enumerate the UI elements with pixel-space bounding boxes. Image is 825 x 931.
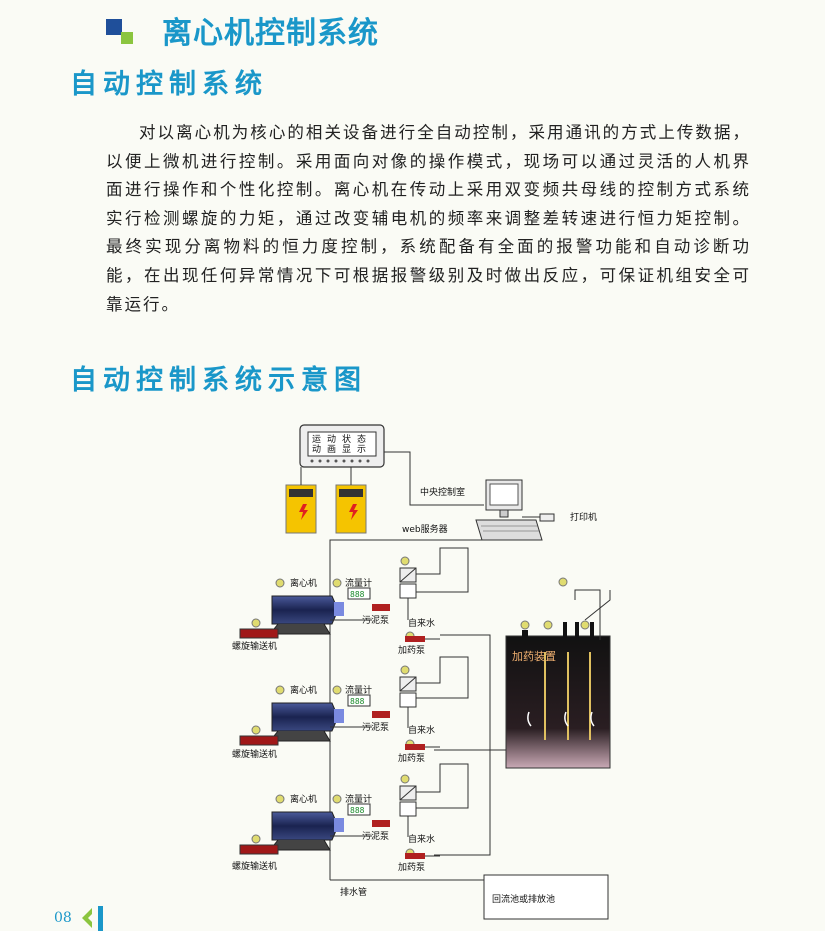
centrifuge-unit-1: 离心机 流量计 888 污泥泵 螺旋输送机 自来水 加药泵 bbox=[232, 547, 469, 656]
title-square-accent-icon bbox=[121, 32, 133, 44]
conveyor-label: 螺旋输送机 bbox=[232, 748, 277, 760]
page-number: 08 bbox=[54, 910, 72, 926]
panel-char: 动 bbox=[312, 444, 321, 455]
centrifuge-label: 离心机 bbox=[290, 793, 317, 805]
flowmeter-label: 流量计 bbox=[345, 684, 372, 696]
control-cabinet-icon bbox=[335, 484, 367, 534]
centrifuge-unit-3: 离心机 流量计 888 污泥泵 螺旋输送机 自来水 加药泵 bbox=[232, 763, 469, 873]
panel-char: 动 bbox=[327, 434, 336, 445]
dosing-device-label: 加药装置 bbox=[512, 650, 556, 663]
title-square-icon bbox=[106, 19, 122, 35]
section-title-auto-control: 自动控制系统 bbox=[70, 69, 268, 100]
control-cabinet-icon bbox=[285, 484, 317, 534]
sludge-pump-label: 污泥泵 bbox=[362, 614, 389, 626]
conveyor-label: 螺旋输送机 bbox=[232, 860, 277, 872]
web-server-label: web服务器 bbox=[402, 523, 448, 535]
status-display-panel: 运 动 状 态 动 画 显 示 bbox=[299, 424, 385, 468]
page-arrow-icon bbox=[82, 906, 103, 931]
computer-icon bbox=[475, 479, 555, 541]
tap-water-label: 自来水 bbox=[408, 617, 435, 629]
panel-char: 示 bbox=[357, 445, 366, 455]
panel-char: 态 bbox=[357, 433, 366, 445]
panel-char: 状 bbox=[342, 433, 351, 445]
panel-char: 显 bbox=[342, 444, 351, 455]
page-title: 离心机控制系统 bbox=[162, 16, 379, 51]
tap-water-label: 自来水 bbox=[408, 833, 435, 845]
central-control-label: 中央控制室 bbox=[420, 486, 465, 498]
panel-char: 运 bbox=[312, 434, 321, 445]
description-paragraph: 对以离心机为核心的相关设备进行全自动控制，采用通讯的方式上传数据，以便上微机进行… bbox=[106, 123, 751, 314]
flowmeter-display: 888 bbox=[350, 697, 365, 706]
tap-water-label: 自来水 bbox=[408, 724, 435, 736]
dosing-pump-label: 加药泵 bbox=[398, 753, 425, 764]
flowmeter-label: 流量计 bbox=[345, 793, 372, 805]
flowmeter-label: 流量计 bbox=[345, 577, 372, 589]
centrifuge-label: 离心机 bbox=[290, 684, 317, 696]
dosing-pump-label: 加药泵 bbox=[398, 862, 425, 873]
drain-pipe-label: 排水管 bbox=[340, 886, 367, 898]
dosing-pump-label: 加药泵 bbox=[398, 645, 425, 656]
printer-label: 打印机 bbox=[570, 511, 597, 523]
sludge-pump-label: 污泥泵 bbox=[362, 721, 389, 733]
dosing-device-tank bbox=[505, 589, 611, 769]
conveyor-label: 螺旋输送机 bbox=[232, 640, 277, 652]
return-pool-box bbox=[483, 874, 609, 920]
centrifuge-unit-2: 离心机 流量计 888 污泥泵 螺旋输送机 自来水 加药泵 bbox=[232, 656, 469, 764]
flowmeter-display: 888 bbox=[350, 590, 365, 599]
flowmeter-display: 888 bbox=[350, 806, 365, 815]
sludge-pump-label: 污泥泵 bbox=[362, 830, 389, 842]
centrifuge-label: 离心机 bbox=[290, 577, 317, 589]
section-title-diagram: 自动控制系统示意图 bbox=[70, 365, 367, 396]
return-pool-label: 回流池或排放池 bbox=[492, 893, 555, 905]
panel-char: 画 bbox=[327, 444, 336, 455]
indicator-lamp-icon bbox=[520, 577, 590, 630]
